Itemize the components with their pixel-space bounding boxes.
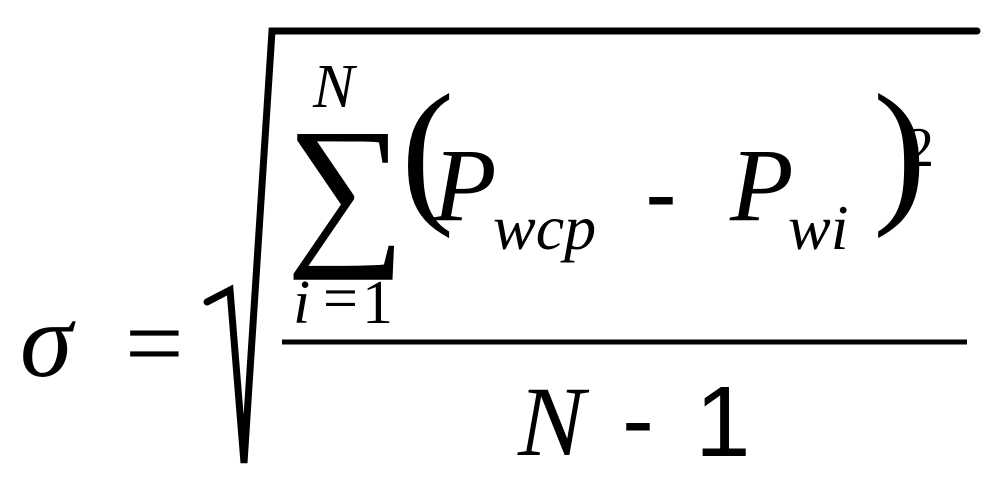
summation-symbol: ∑	[286, 95, 406, 281]
sigma-symbol: σ	[20, 282, 73, 399]
summation-upper-limit: N	[313, 53, 355, 121]
exponent: 2	[906, 117, 934, 179]
summation-lower-value: 1	[362, 269, 393, 337]
denominator-variable: N	[518, 366, 585, 477]
summation-lower-equals: =	[323, 265, 358, 333]
minus-sign: -	[645, 140, 677, 247]
term2-base: P	[730, 128, 794, 243]
equals-sign: =	[125, 286, 184, 401]
term1-subscript: wcp	[493, 192, 597, 263]
term1-base: P	[433, 128, 497, 243]
open-parenthesis: (	[401, 61, 455, 239]
denominator-constant: 1	[695, 366, 751, 478]
denominator-minus: -	[622, 366, 654, 473]
term2-subscript: wi	[788, 192, 849, 263]
close-parenthesis: )	[873, 61, 927, 239]
summation-lower-index: i	[293, 269, 311, 337]
square-root-sign	[203, 27, 981, 464]
